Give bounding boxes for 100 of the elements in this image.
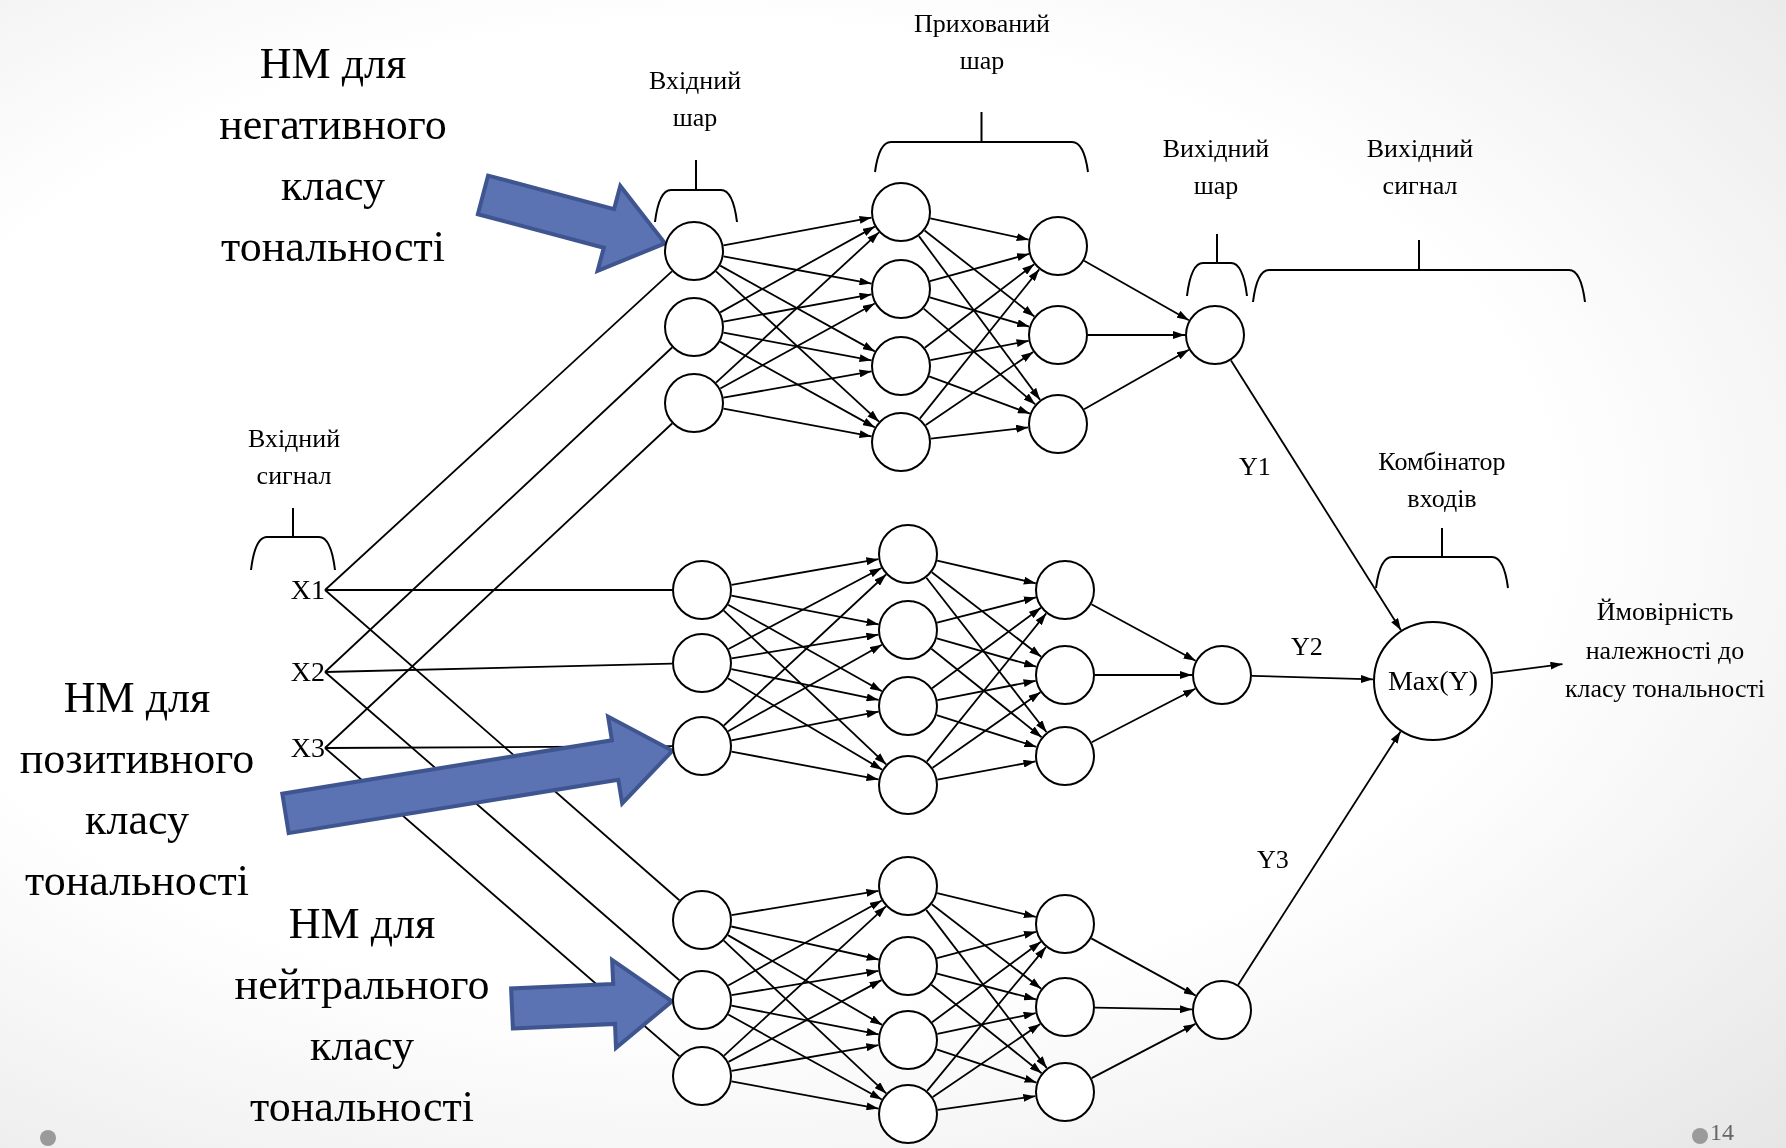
- arrow: [930, 647, 1043, 739]
- arrow: [1094, 671, 1193, 679]
- neuron-circle: [672, 890, 732, 950]
- arrow: [936, 930, 1037, 960]
- neuron-circle: [664, 221, 724, 281]
- arrow: [722, 407, 873, 439]
- arrow: [723, 905, 887, 1057]
- arrow: [722, 292, 873, 323]
- arrow: [931, 1023, 1042, 1098]
- arrow: [722, 215, 873, 247]
- arrow: [936, 972, 1037, 1001]
- neuron-circle: [871, 259, 931, 319]
- arrow: [727, 899, 883, 987]
- arrow: [730, 925, 880, 961]
- network-caption: НМ для позитивного класу тональності: [2, 667, 272, 911]
- arrow: [730, 1043, 880, 1072]
- neuron-circle: [1035, 1062, 1095, 1122]
- layer-label: Прихований шар: [913, 8, 1051, 77]
- arrow: [925, 576, 1048, 734]
- arrow: [727, 934, 883, 1026]
- arrow: [722, 369, 873, 399]
- page-number: 14: [1709, 1118, 1735, 1147]
- arrow: [730, 632, 880, 660]
- arrow: [727, 643, 883, 733]
- arrow: [926, 946, 1047, 1092]
- neuron-circle: [1035, 894, 1095, 954]
- neuron-circle: [672, 1046, 732, 1106]
- arrow: [1094, 1005, 1193, 1014]
- arrow: [1090, 687, 1197, 744]
- arrow: [1090, 1023, 1197, 1079]
- arrow: [719, 340, 876, 429]
- arrow: [1090, 937, 1197, 997]
- arrow: [928, 296, 1031, 328]
- neuron-circle: [1185, 305, 1245, 365]
- arrow: [730, 557, 880, 586]
- arrow: [936, 596, 1037, 624]
- network-caption: НМ для негативного класу тональності: [183, 33, 483, 277]
- neuron-circle: [664, 373, 724, 433]
- arrow: [928, 375, 1031, 415]
- arrow: [719, 302, 876, 390]
- arrow: [1491, 661, 1564, 675]
- combiner-circle: Max(Y): [1373, 621, 1493, 741]
- arrow: [730, 888, 880, 916]
- output-text: Ймовірність належності до класу тональності: [1562, 593, 1768, 709]
- neuron-circle: [1035, 645, 1095, 705]
- arrow: [923, 229, 1036, 318]
- edge-label: Y1: [1239, 451, 1271, 483]
- arrow: [930, 571, 1043, 658]
- layer-label: Вхідний шар: [647, 65, 743, 134]
- arrow: [936, 559, 1037, 585]
- arrow: [922, 307, 1037, 406]
- input-label: X1: [290, 573, 325, 607]
- arrow: [929, 424, 1030, 440]
- neuron-circle: [878, 936, 938, 996]
- arrow: [918, 235, 1041, 401]
- neuron-circle: [878, 1084, 938, 1144]
- neuron-circle: [878, 524, 938, 584]
- arrow: [1237, 730, 1402, 986]
- arrow: [935, 714, 1038, 748]
- arrow: [726, 677, 884, 771]
- arrow: [730, 1080, 880, 1111]
- neuron-circle: [878, 856, 938, 916]
- layer-label: Вихідний шар: [1161, 133, 1271, 202]
- connection-line: [324, 662, 673, 673]
- arrow: [935, 637, 1038, 668]
- arrow: [931, 691, 1042, 769]
- layer-label: Комбінатор входів: [1377, 446, 1507, 515]
- arrow: [1087, 331, 1186, 339]
- neuron-circle: [672, 970, 732, 1030]
- neuron-circle: [878, 1010, 938, 1070]
- arrow: [936, 759, 1037, 781]
- arrow: [930, 983, 1043, 1075]
- input-label: X2: [290, 655, 325, 689]
- arrow: [723, 573, 887, 727]
- arrow: [722, 255, 873, 286]
- arrow: [936, 1093, 1037, 1111]
- arrow: [1090, 603, 1197, 662]
- arrow: [929, 253, 1030, 282]
- arrow: [925, 909, 1048, 1069]
- neuron-circle: [878, 755, 938, 815]
- arrow: [727, 979, 883, 1063]
- arrow: [929, 339, 1030, 362]
- arrow: [935, 1048, 1038, 1084]
- neuron-circle: [1035, 560, 1095, 620]
- layer-label: Вхідний сигнал: [246, 423, 342, 492]
- arrow: [930, 903, 1043, 990]
- arrow: [719, 225, 876, 314]
- neuron-circle: [878, 676, 938, 736]
- arrow: [925, 612, 1048, 763]
- neuron-circle: [672, 716, 732, 776]
- arrow: [715, 270, 880, 423]
- arrow: [918, 268, 1041, 420]
- arrow: [1083, 259, 1190, 322]
- neuron-circle: [1035, 726, 1095, 786]
- arrow: [931, 606, 1042, 690]
- arrow: [923, 263, 1036, 349]
- connection-line: [324, 589, 673, 591]
- arrow: [730, 668, 880, 702]
- arrow: [730, 594, 880, 626]
- arrow: [730, 750, 880, 782]
